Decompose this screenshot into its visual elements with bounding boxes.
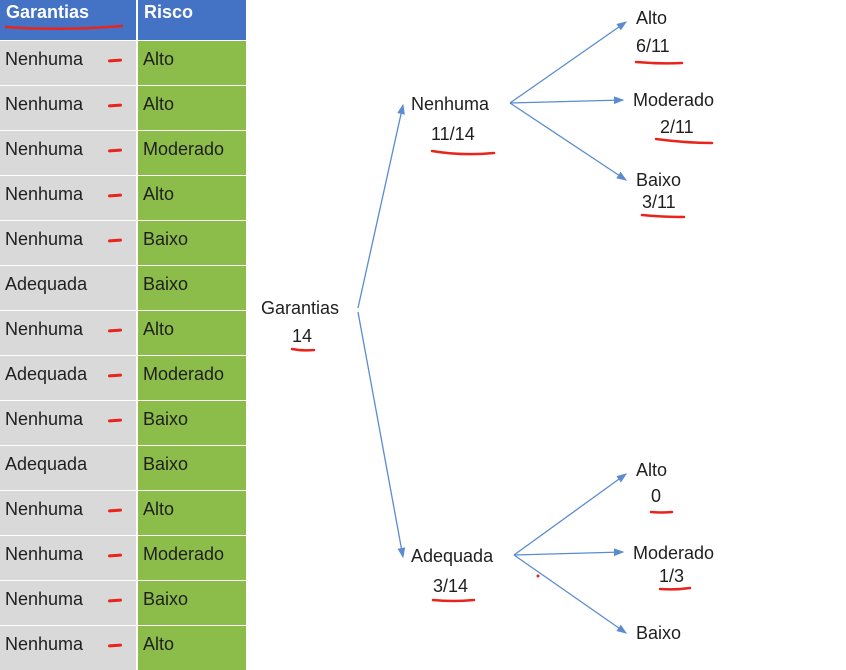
cell-garantias-text: Nenhuma [5, 319, 84, 339]
cell-risco: Moderado [136, 356, 246, 400]
cell-garantias: Nenhuma [0, 221, 136, 265]
table-row: Nenhuma Alto [0, 40, 246, 85]
cell-garantias: Nenhuma [0, 41, 136, 85]
table-row: Adequada Baixo [0, 265, 246, 310]
adequada-label: Adequada [411, 546, 494, 566]
adequada-alto-value: 0 [651, 486, 662, 506]
underline-3-14 [431, 598, 476, 603]
adequada-moderado-value: 1/3 [659, 566, 685, 586]
cell-risco: Alto [136, 86, 246, 130]
underline-1-3 [658, 586, 692, 591]
cell-risco: Alto [136, 491, 246, 535]
underline-header [4, 24, 124, 31]
cell-garantias-text: Nenhuma [5, 544, 84, 564]
table-row: Adequada Moderado [0, 355, 246, 400]
cell-garantias-text: Adequada [5, 364, 88, 384]
underline-2-11 [654, 137, 714, 145]
cell-garantias: Adequada [0, 356, 136, 400]
cell-garantias: Nenhuma [0, 581, 136, 625]
cell-garantias-text: Nenhuma [5, 409, 84, 429]
cell-risco: Baixo [136, 581, 246, 625]
header-garantias: Garantias [0, 0, 136, 40]
cell-risco: Baixo [136, 221, 246, 265]
cell-garantias-text: Adequada [5, 454, 88, 474]
root-value: 14 [292, 326, 313, 346]
arrow-adequada-moderado [513, 548, 625, 557]
cell-garantias: Nenhuma [0, 491, 136, 535]
underline-0 [649, 510, 674, 514]
arrow-nenhuma-alto [509, 21, 628, 104]
table-row: Nenhuma Moderado [0, 535, 246, 580]
table-row: Nenhuma Alto [0, 310, 246, 355]
root-label: Garantias [261, 298, 340, 318]
table-row: Adequada Baixo [0, 445, 246, 490]
nenhuma-moderado-value: 2/11 [660, 117, 694, 137]
nenhuma-baixo-value: 3/11 [642, 192, 676, 212]
cell-garantias-text: Nenhuma [5, 229, 84, 249]
nenhuma-moderado-label: Moderado [633, 90, 715, 110]
red-dot [536, 574, 540, 578]
cell-risco: Alto [136, 311, 246, 355]
cell-garantias-text: Nenhuma [5, 49, 84, 69]
cell-risco: Moderado [136, 536, 246, 580]
arrow-nenhuma-baixo [509, 102, 628, 181]
cell-garantias: Nenhuma [0, 626, 136, 670]
cell-garantias: Nenhuma [0, 86, 136, 130]
table-row: Nenhuma Alto [0, 85, 246, 130]
underline-11-14 [430, 149, 496, 156]
cell-garantias: Adequada [0, 446, 136, 490]
cell-garantias: Adequada [0, 266, 136, 310]
nenhuma-value: 11/14 [431, 124, 475, 144]
header-risco: Risco [136, 0, 246, 40]
cell-risco: Alto [136, 176, 246, 220]
adequada-value: 3/14 [433, 576, 469, 596]
nenhuma-alto-label: Alto [636, 8, 668, 28]
cell-garantias: Nenhuma [0, 311, 136, 355]
cell-garantias: Nenhuma [0, 176, 136, 220]
arrow-root-adequada [357, 311, 406, 559]
cell-risco: Baixo [136, 401, 246, 445]
table-row: Nenhuma Baixo [0, 220, 246, 265]
adequada-baixo-label: Baixo [636, 623, 682, 643]
arrow-adequada-baixo [513, 554, 628, 634]
cell-garantias: Nenhuma [0, 131, 136, 175]
adequada-alto-label: Alto [636, 460, 668, 480]
cell-garantias-text: Nenhuma [5, 139, 84, 159]
cell-garantias-text: Nenhuma [5, 589, 84, 609]
table-row: Nenhuma Baixo [0, 580, 246, 625]
table-row: Nenhuma Alto [0, 625, 246, 670]
cell-risco: Alto [136, 626, 246, 670]
table-row: Nenhuma Alto [0, 175, 246, 220]
cell-risco: Alto [136, 41, 246, 85]
underline-14 [290, 347, 316, 352]
arrow-adequada-alto [513, 473, 628, 556]
cell-risco: Baixo [136, 446, 246, 490]
arrow-nenhuma-moderado [509, 96, 625, 105]
cell-garantias-text: Nenhuma [5, 94, 84, 114]
cell-garantias-text: Nenhuma [5, 184, 84, 204]
underline-6-11 [634, 60, 684, 65]
cell-garantias-text: Adequada [5, 274, 88, 294]
cell-garantias: Nenhuma [0, 401, 136, 445]
nenhuma-alto-value: 6/11 [636, 36, 670, 56]
cell-garantias-text: Nenhuma [5, 634, 84, 654]
table-row: Nenhuma Alto [0, 490, 246, 535]
adequada-moderado-label: Moderado [633, 543, 715, 563]
nenhuma-baixo-label: Baixo [636, 170, 682, 190]
table-header: Garantias Risco [0, 0, 246, 40]
cell-risco: Baixo [136, 266, 246, 310]
underline-3-11 [640, 213, 686, 219]
table-row: Nenhuma Moderado [0, 130, 246, 175]
cell-risco: Moderado [136, 131, 246, 175]
arrow-root-nenhuma [357, 103, 405, 309]
nenhuma-label: Nenhuma [411, 94, 490, 114]
cell-garantias: Nenhuma [0, 536, 136, 580]
cell-garantias-text: Nenhuma [5, 499, 84, 519]
table-row: Nenhuma Baixo [0, 400, 246, 445]
